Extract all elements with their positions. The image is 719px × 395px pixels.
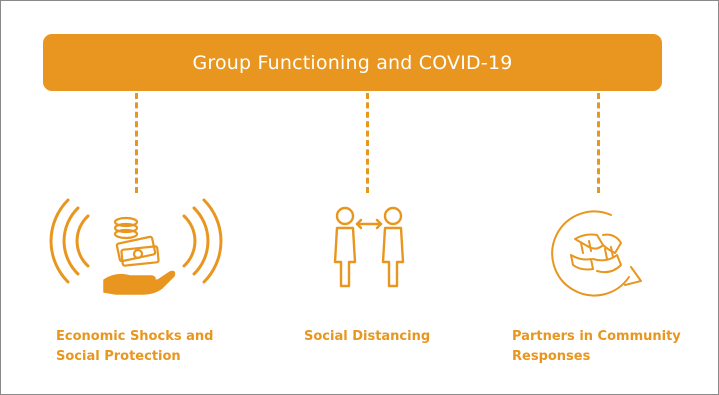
money-in-hand-icon — [49, 198, 223, 295]
joined-hands-icon — [551, 210, 642, 297]
label-economic-line1: Economic Shocks and — [56, 329, 214, 344]
title-banner: Group Functioning and COVID-19 — [43, 34, 662, 91]
label-social-distancing: Social Distancing — [304, 327, 430, 347]
label-economic-shocks: Economic Shocks and Social Protection — [56, 327, 213, 367]
connector-distancing — [366, 93, 369, 193]
label-partners: Partners in Community Responses — [512, 327, 681, 367]
label-partners-line2: Responses — [512, 349, 591, 364]
label-economic-line2: Social Protection — [56, 349, 181, 364]
label-distancing-line1: Social Distancing — [304, 329, 431, 344]
diagram-title: Group Functioning and COVID-19 — [192, 51, 513, 74]
connector-economic — [135, 93, 138, 193]
connector-partners — [597, 93, 600, 193]
social-distancing-icon — [333, 206, 405, 288]
label-partners-line1: Partners in Community — [512, 329, 681, 344]
